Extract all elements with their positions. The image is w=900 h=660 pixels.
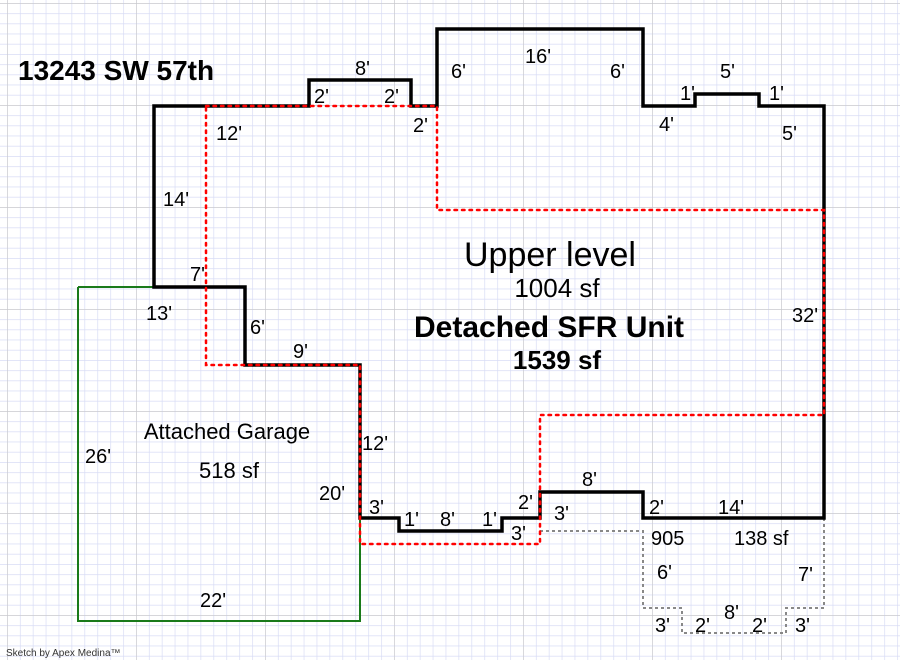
main-unit-area: 1539 sf (513, 345, 602, 375)
dim-left-wall: 14' (163, 189, 189, 211)
dim-porch-b2: 2' (695, 615, 710, 637)
dim-garage-side: 26' (85, 446, 111, 468)
dim-front-i: 14' (718, 497, 744, 519)
main-unit-outline (152, 27, 826, 533)
dim-notch-left-v: 1' (680, 83, 695, 105)
main-unit-label: Detached SFR Unit (414, 311, 684, 344)
dim-rear-right: 6' (610, 61, 625, 83)
upper-level-label: Upper level (464, 236, 636, 274)
dim-porch-right: 7' (798, 564, 813, 586)
dim-garage-top: 13' (146, 303, 172, 325)
dim-rear-top: 16' (525, 46, 551, 68)
dim-notch-right-v: 1' (769, 83, 784, 105)
dim-top-step: 2' (413, 115, 428, 137)
porch-code: 905 (651, 528, 684, 550)
dim-porch-b4: 2' (752, 615, 767, 637)
dim-notch-left-h: 4' (659, 114, 674, 136)
dim-notch-top: 5' (720, 61, 735, 83)
dim-front-f: 2' (518, 492, 533, 514)
dim-rear-left: 6' (451, 61, 466, 83)
dim-porch-b5: 3' (795, 615, 810, 637)
upper-level-outline (204, 104, 826, 546)
dim-top-bump-left: 2' (314, 86, 329, 108)
dim-front-bump: 8' (582, 469, 597, 491)
dim-top-bump-width: 8' (355, 58, 370, 80)
dim-inner-wall: 12' (362, 433, 388, 455)
dim-front-b: 1' (404, 509, 419, 531)
dim-inner-step-h: 9' (293, 341, 308, 363)
dim-notch-right-h: 5' (782, 123, 797, 145)
dim-left-step: 7' (190, 264, 205, 286)
dim-front-d: 1' (482, 509, 497, 531)
sketch-credit: Sketch by Apex Medina™ (6, 648, 121, 659)
dim-inner-step-v: 6' (250, 317, 265, 339)
dim-right-wall: 32' (792, 305, 818, 327)
dim-front-h: 2' (649, 497, 664, 519)
dim-porch-b3: 8' (724, 602, 739, 624)
garage-label: Attached Garage (144, 419, 310, 444)
dim-front-e: 3' (511, 523, 526, 545)
upper-level-area: 1004 sf (514, 273, 600, 303)
porch-area: 138 sf (734, 528, 789, 550)
dim-porch-b1: 3' (655, 615, 670, 637)
dim-front-g: 3' (554, 503, 569, 525)
dim-upper-left-top: 12' (216, 123, 242, 145)
dim-porch-left: 6' (657, 562, 672, 584)
porch-outline (540, 518, 825, 634)
garage-area: 518 sf (199, 458, 260, 483)
dim-garage-right: 20' (319, 483, 345, 505)
dim-front-a: 3' (369, 497, 384, 519)
property-address: 13243 SW 57th (18, 55, 214, 86)
dim-front-c: 8' (440, 509, 455, 531)
dim-top-bump-right: 2' (384, 86, 399, 108)
dim-garage-bottom: 22' (200, 590, 226, 612)
